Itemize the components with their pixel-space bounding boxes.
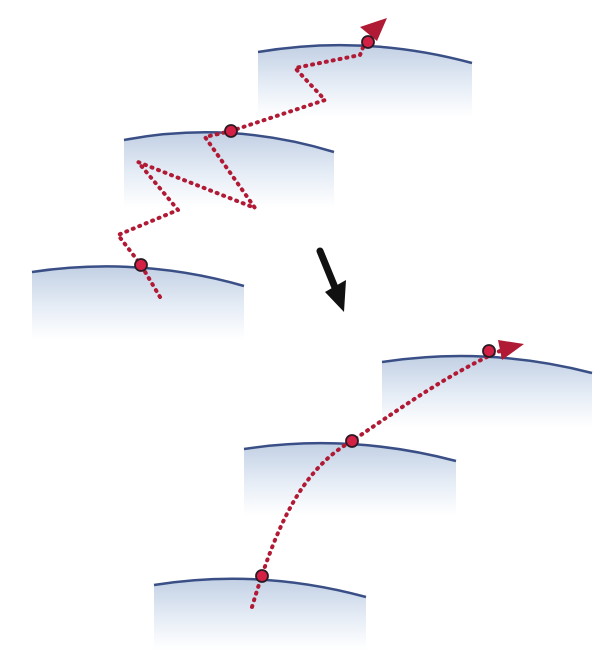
crossing-node — [255, 569, 269, 583]
crossing-node — [361, 35, 375, 49]
bottom-panel — [153, 340, 593, 650]
membrane-sheet — [381, 354, 593, 428]
transition-arrow — [316, 247, 346, 312]
path-arrowhead — [498, 340, 524, 360]
path-arrowhead — [360, 18, 387, 41]
membrane-sheet — [153, 577, 367, 650]
crossing-node — [482, 344, 496, 358]
crossing-node — [345, 434, 359, 448]
crossing-node — [224, 124, 238, 138]
membrane-sheet — [257, 43, 473, 118]
zigzag-path — [116, 38, 368, 299]
crossing-node — [134, 258, 148, 272]
top-panel — [31, 18, 473, 340]
membrane-sheet — [31, 265, 245, 340]
membrane-sheet — [243, 441, 457, 516]
